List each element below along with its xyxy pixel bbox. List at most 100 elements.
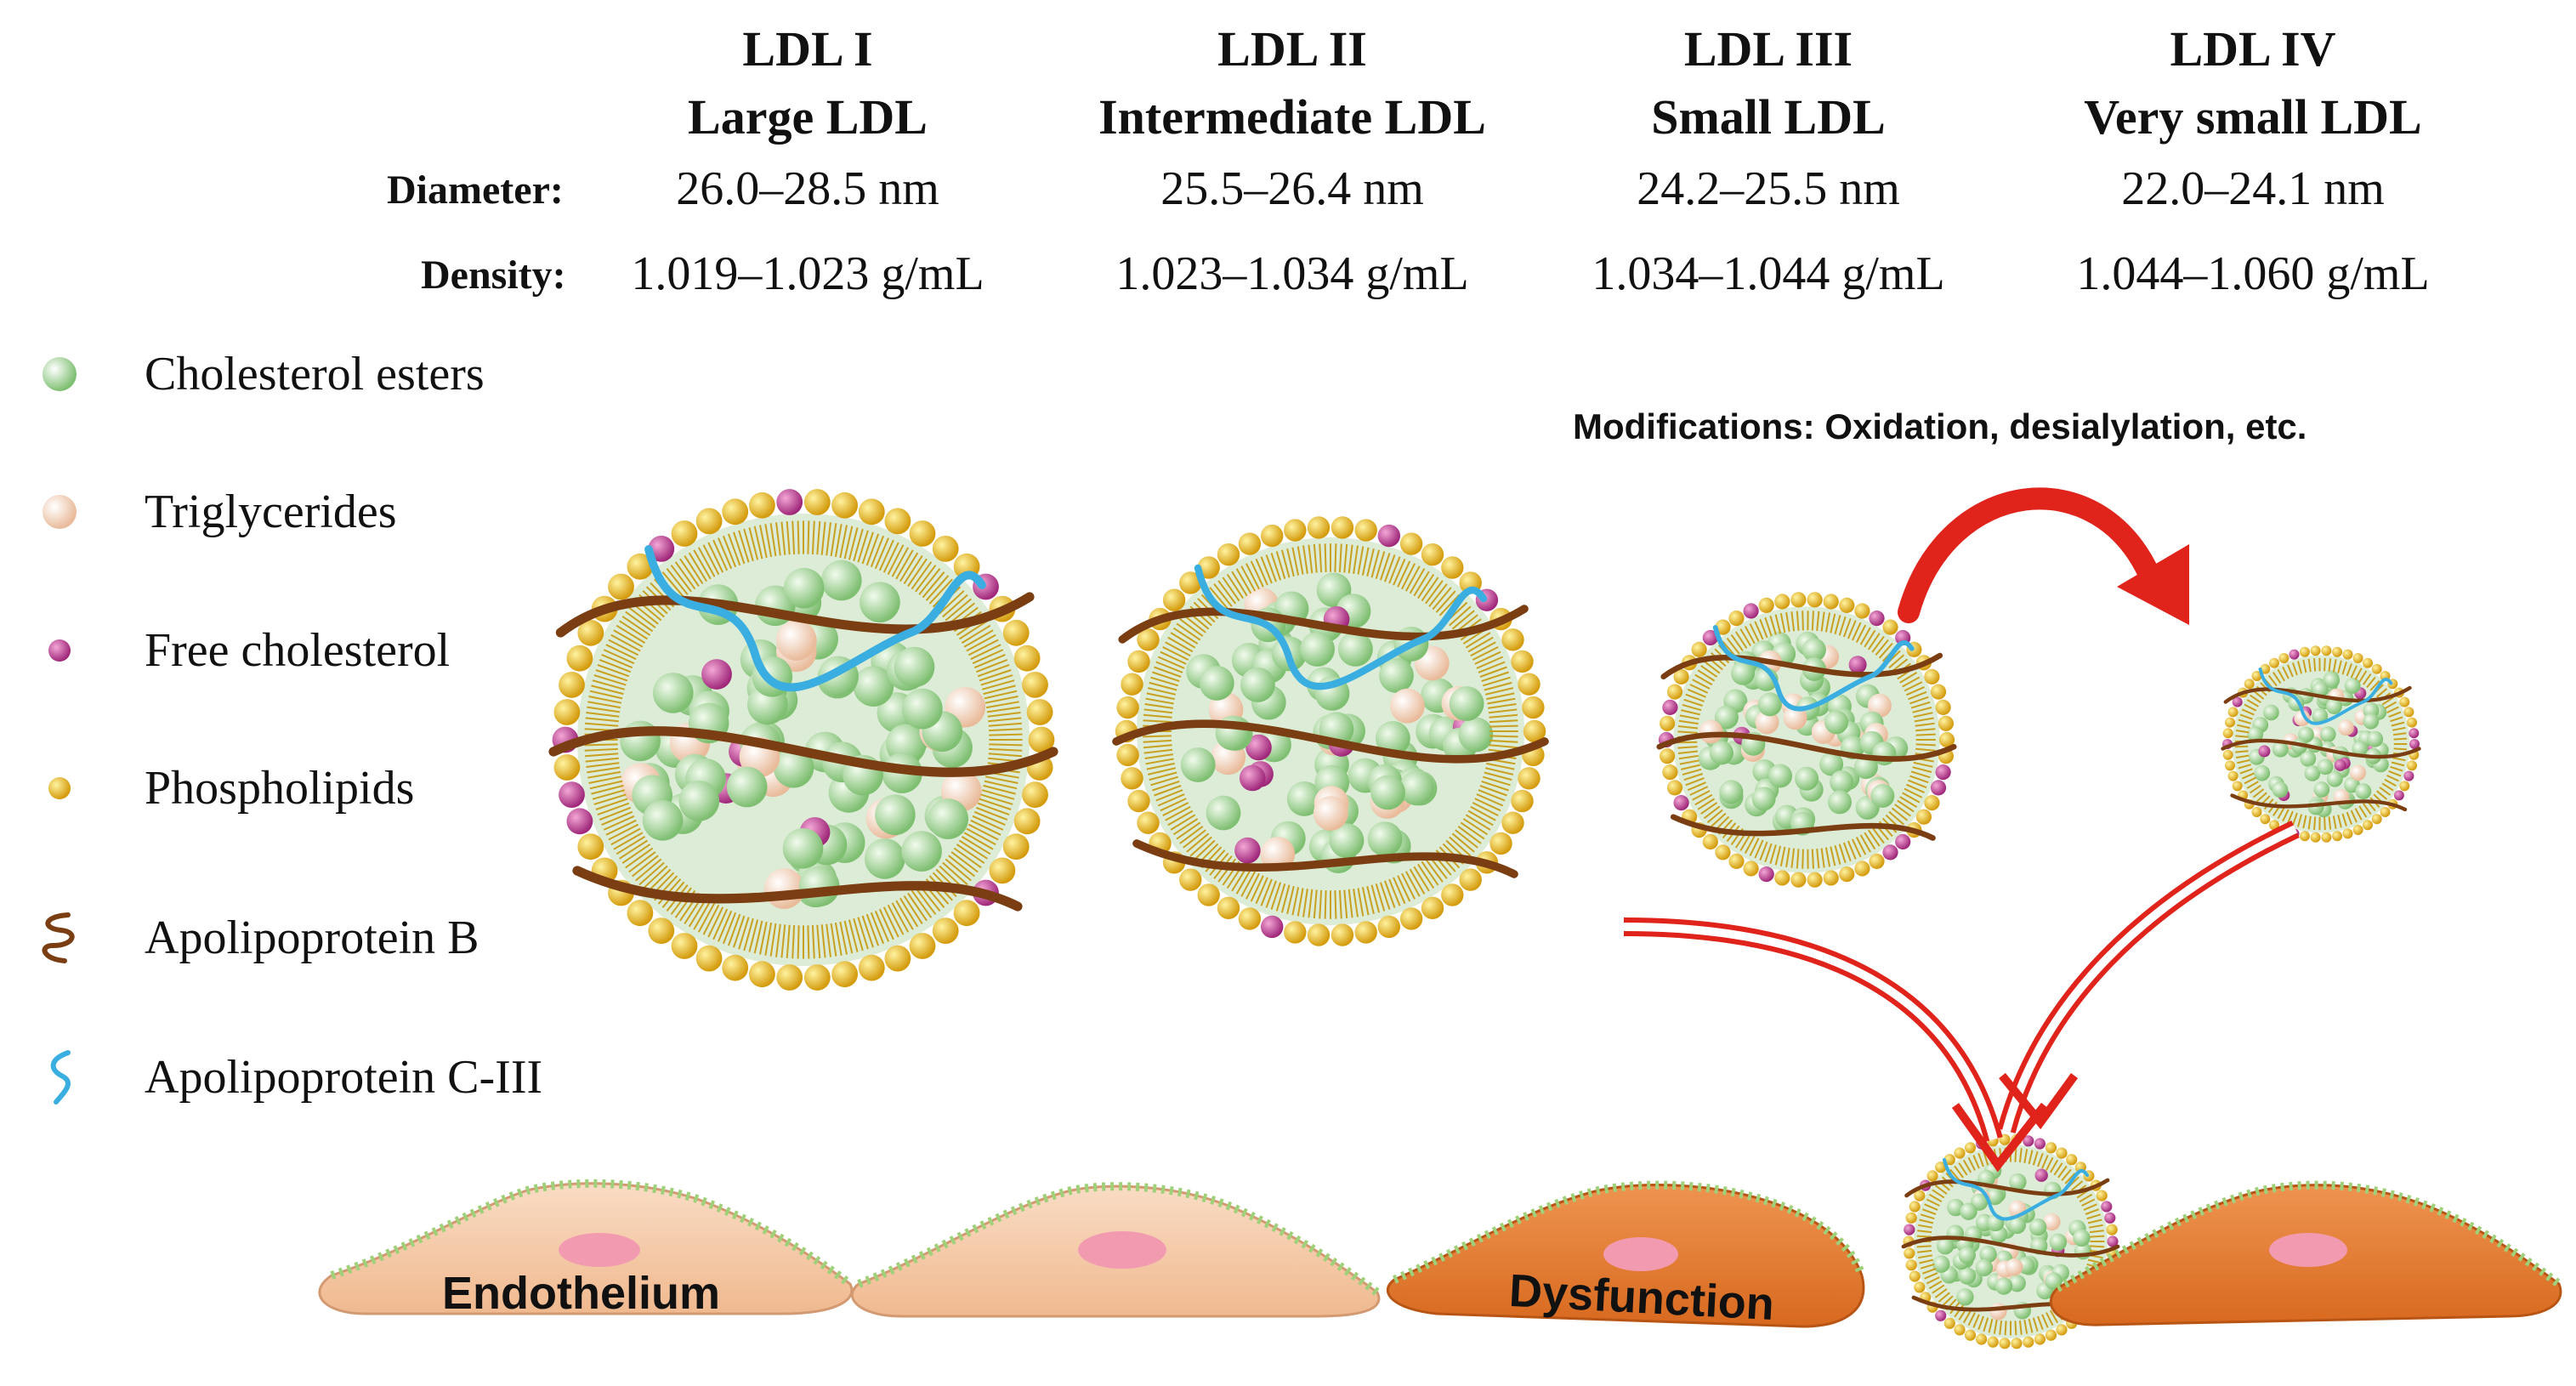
lipid-tail [1924, 1272, 1938, 1280]
lipid-sphere [1399, 770, 1434, 806]
lipid-tail [1915, 733, 1936, 736]
phospholipid-head [1882, 619, 1898, 635]
lipid-tail [834, 922, 843, 956]
lipid-tail [1280, 884, 1291, 913]
lipid-tail [1855, 624, 1867, 643]
lipid-tail [1958, 1162, 1968, 1176]
lipid-sphere [853, 666, 894, 707]
lipid-tail [587, 766, 621, 774]
apob-band [1132, 839, 1518, 878]
phospholipid-head [2260, 663, 2271, 674]
lipid-tail [1270, 553, 1282, 581]
lipid-tail [1999, 1320, 2003, 1335]
lipid-tail [601, 653, 633, 669]
lipid-tail [1179, 825, 1204, 844]
lipid-sphere [1989, 1303, 2007, 1321]
lipid-sphere [2049, 1233, 2068, 1252]
lipid-tail [2244, 776, 2257, 785]
phospholipid-head [2096, 1190, 2108, 1201]
phospholipid-head [1377, 524, 1401, 548]
lipid-tail [1147, 687, 1177, 696]
lipid-tail [1769, 844, 1777, 864]
lipid-tail [1962, 1309, 1972, 1324]
lipid-tail [1681, 764, 1700, 770]
lipid-tail [1291, 887, 1300, 916]
lipid-tail [1484, 681, 1512, 691]
lipid-tail [1186, 832, 1210, 853]
lipid-tail [1902, 676, 1921, 688]
lipid-tail [592, 789, 626, 800]
lipid-tail [1465, 632, 1491, 649]
lipid-tail [1149, 771, 1177, 781]
phospholipid-head [803, 489, 831, 515]
phospholipid-head [1839, 597, 1855, 614]
lipid-tail [1404, 565, 1421, 592]
lipid-tail [1859, 834, 1871, 853]
lipid-tail [587, 701, 621, 709]
phospholipid-head [2393, 790, 2404, 801]
phospholipid-head [1854, 861, 1870, 877]
lipid-tail [857, 917, 869, 950]
lipid-sphere [2324, 672, 2341, 689]
lipid-tail [1484, 771, 1512, 781]
lipid-tail [1338, 889, 1342, 919]
lipid-tail [1154, 666, 1182, 678]
lipid-sphere [1994, 1277, 2013, 1295]
lipid-tail [797, 925, 800, 959]
lipid-tail [1830, 846, 1836, 866]
phospholipid-head [1121, 673, 1143, 696]
lipid-sphere [1239, 764, 1266, 792]
lipid-tail [1338, 543, 1342, 573]
lipid-tail [2302, 815, 2307, 829]
lipid-tail [882, 906, 899, 938]
lipid-sphere [1824, 710, 1849, 735]
lipid-tail [769, 923, 777, 957]
lipid-tail [1291, 547, 1300, 576]
yellow-sphere-icon [34, 763, 85, 814]
lipid-sphere [2272, 781, 2289, 798]
lipid-tail [2393, 737, 2408, 741]
lipid-tail [2277, 806, 2285, 820]
lipid-tail [1432, 587, 1452, 611]
lipid-tail [1366, 885, 1375, 915]
lipid-tail [2354, 667, 2363, 680]
lipid-tail [1270, 882, 1282, 910]
lipid-tail [2390, 716, 2403, 723]
lipid-sphere [763, 868, 805, 909]
apob-band [2223, 685, 2412, 704]
lipid-tail [1954, 1165, 1964, 1179]
lipid-tail [2302, 659, 2307, 673]
lipid-tail [1286, 885, 1295, 915]
lipid-tail [2307, 658, 2312, 673]
lipid-tail [1334, 890, 1337, 919]
lipid-sphere [1719, 780, 1744, 804]
phospholipid-head [1261, 915, 1284, 939]
phospholipid-head [2045, 1142, 2057, 1154]
lipid-tail [775, 923, 781, 957]
lipid-tail [592, 679, 626, 690]
lipid-sphere [860, 582, 900, 622]
lipid-tail [2297, 661, 2303, 674]
lipid-tail [988, 717, 1022, 723]
lipid-tail [2267, 674, 2278, 687]
lipid-tail [712, 908, 729, 940]
lipid-tail [1677, 746, 1698, 749]
lipid-tail [1165, 641, 1191, 657]
lipid-tail [1474, 798, 1501, 812]
lipid-tail [591, 784, 624, 795]
phospholipid-head [1238, 532, 1262, 555]
phospholipid-head [1758, 866, 1774, 883]
lipid-tail [2014, 1147, 2017, 1162]
phospholipid-head [1489, 832, 1512, 855]
lipid-sphere [1757, 692, 1782, 717]
lipid-tail [907, 558, 928, 588]
lipid-tail [1851, 838, 1862, 858]
phospholipid-head [608, 573, 634, 600]
lipid-tail [670, 565, 692, 593]
phospholipid-head [1284, 921, 1307, 944]
lipid-tail [1726, 637, 1740, 655]
lipid-tail [717, 910, 733, 942]
lipid-sphere [2009, 1173, 2027, 1191]
phospholipid-head [1715, 619, 1731, 635]
lipid-tail [684, 555, 704, 585]
